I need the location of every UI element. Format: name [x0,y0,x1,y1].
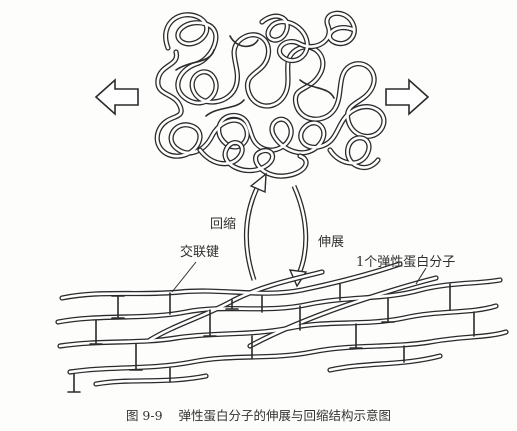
figure-caption: 图 9-9 弹性蛋白分子的伸展与回缩结构示意图 [0,405,517,424]
crosslink-label: 交联键 [180,245,220,260]
stretch-label: 伸展 [318,235,345,250]
elastin-diagram [55,10,509,393]
stretched-fiber-network [55,261,509,393]
retracted-coil-cluster [154,10,387,179]
retract-label: 回缩 [210,217,237,232]
left-hollow-arrow-icon [94,78,139,116]
figure-title: 弹性蛋白分子的伸展与回缩结构示意图 [178,408,392,423]
crosslink-bonds [67,283,475,393]
label-leader-lines [171,261,427,293]
stretch-arrow-icon [288,184,309,288]
molecule-leader-line [415,267,427,285]
one-molecule-label: 1个弹性蛋白分子 [356,255,456,270]
figure-number: 图 9-9 [125,408,163,423]
right-hollow-arrow-icon [385,78,430,116]
crosslink-leader-line [171,261,197,293]
retract-arrow-icon [243,172,267,281]
